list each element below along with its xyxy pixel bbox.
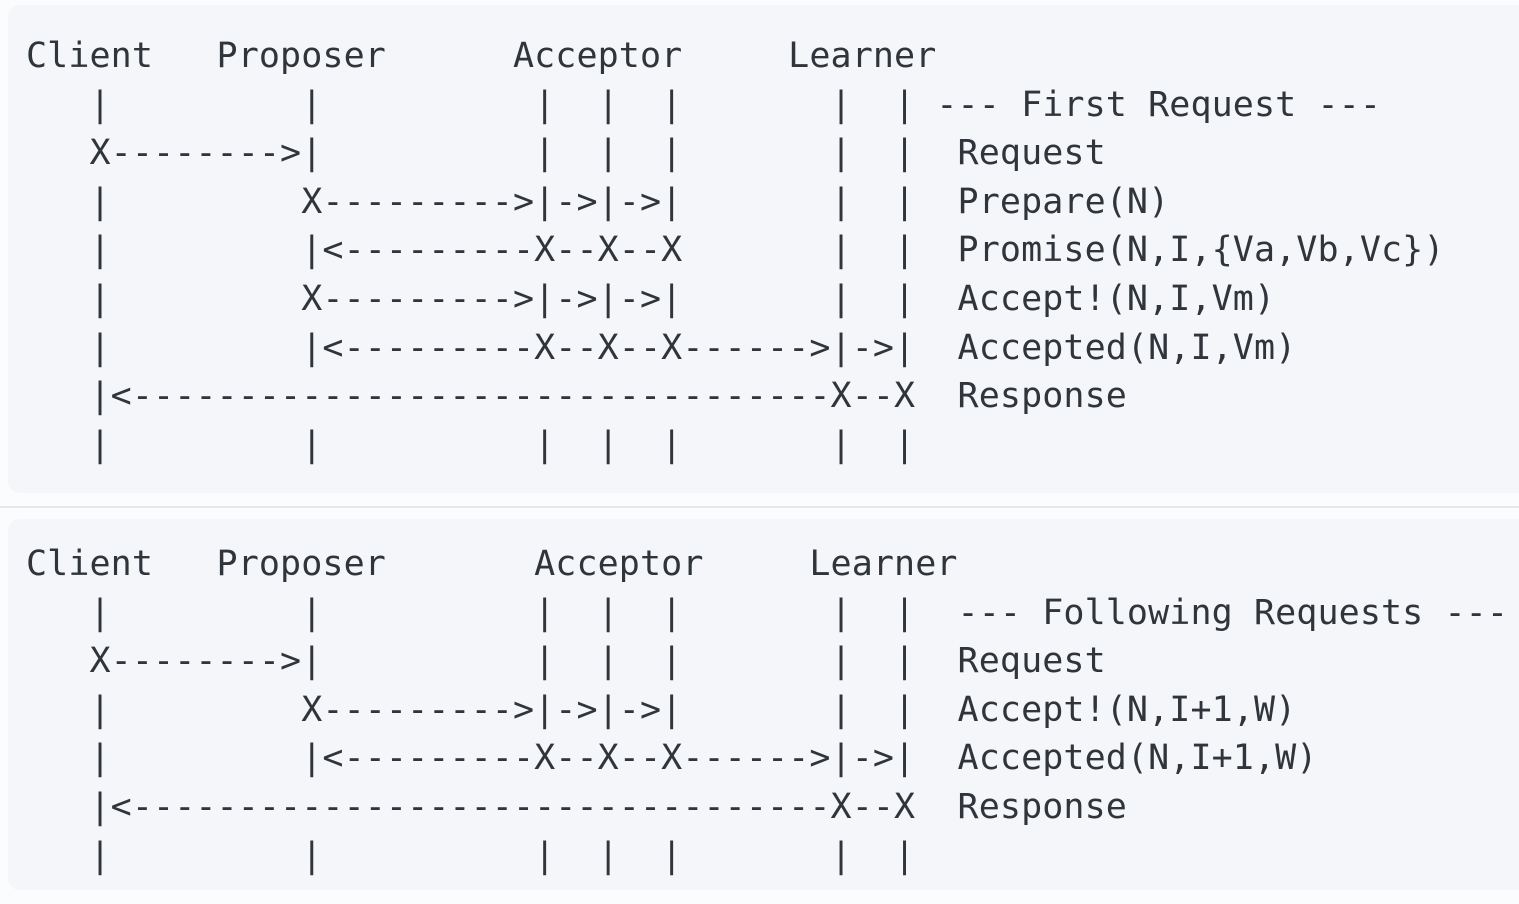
following-requests-code-block: Client Proposer Acceptor Learner | | | |… xyxy=(8,519,1519,890)
first-request-code-block: Client Proposer Acceptor Learner | | | |… xyxy=(8,5,1519,493)
first-request-sequence-diagram: Client Proposer Acceptor Learner | | | |… xyxy=(26,36,1445,465)
following-requests-sequence-diagram: Client Proposer Acceptor Learner | | | |… xyxy=(26,544,1509,876)
section-divider xyxy=(0,506,1519,508)
